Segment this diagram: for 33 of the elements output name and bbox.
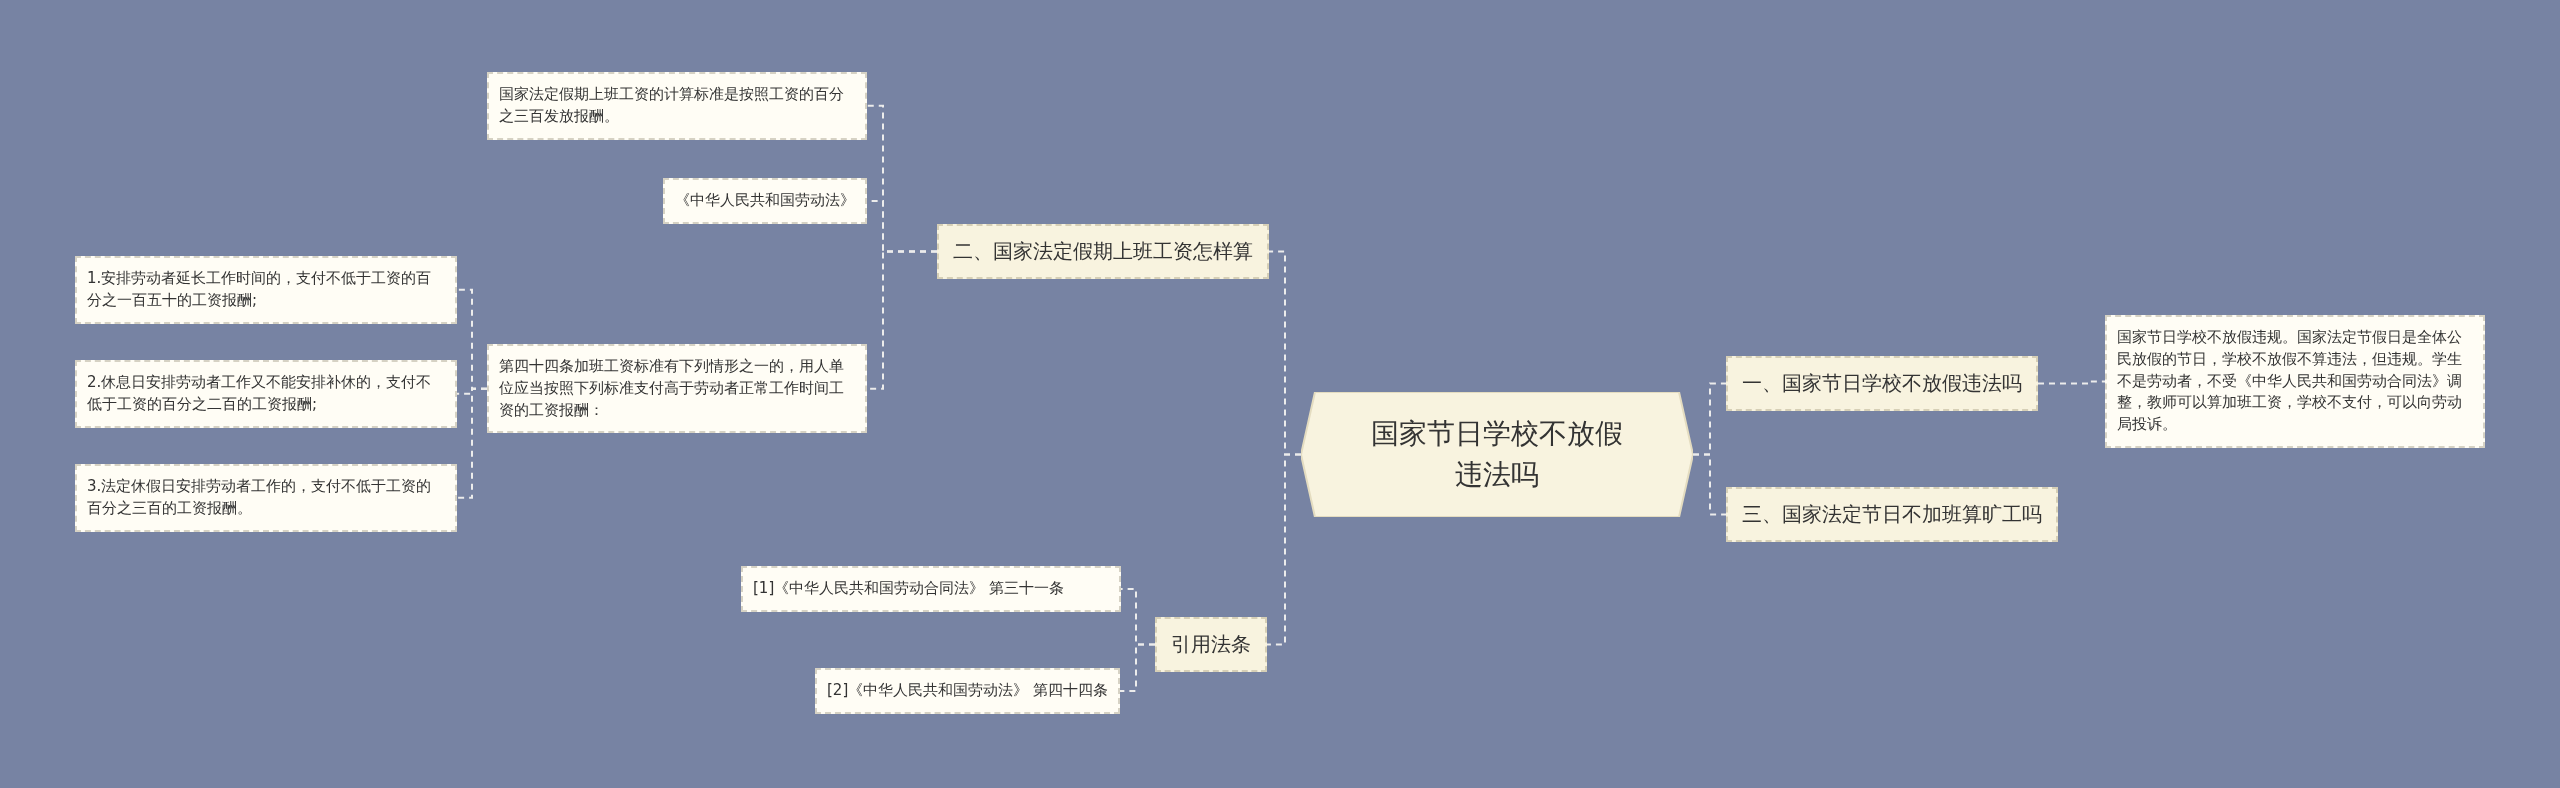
note-box [487, 72, 867, 140]
topic-text: 一、国家节日学校不放假违法吗 [1742, 370, 2022, 397]
connector-line [1692, 453, 1727, 516]
topic-text: 第四十四条加班工资标准有下列情形之一的，用人单位应当按照下列标准支付高于劳动者正常工作时间工资的工资报酬： [499, 356, 845, 421]
topic-box [1726, 487, 2058, 542]
topic-text: 国家法定假期上班工资的计算标准是按照工资的百分之三百发放报酬。 [499, 84, 845, 127]
topic-text: 二、国家法定假期上班工资怎样算 [953, 238, 1253, 265]
note-box [2105, 315, 2485, 448]
topic-text: 《中华人民共和国劳动法》 [675, 190, 855, 211]
note-box [741, 566, 1121, 612]
topic-text: 3.法定休假日安排劳动者工作的，支付不低于工资的百分之三百的工资报酬。 [87, 476, 433, 519]
topic-box [1726, 356, 2038, 411]
topic-text: 引用法条 [1171, 631, 1251, 658]
note-box [815, 668, 1120, 714]
topic-box [1155, 617, 1267, 672]
note-box [663, 178, 867, 224]
topic-text: 三、国家法定节日不加班算旷工吗 [1742, 501, 2042, 528]
note-box [487, 344, 867, 434]
connector-line [2037, 380, 2106, 385]
topic-text: 1.安排劳动者延长工作时间的，支付不低于工资的百分之一百五十的工资报酬; [87, 268, 433, 311]
topic-text: [1]《中华人民共和国劳动合同法》 第三十一条 [753, 578, 1065, 599]
note-box [75, 464, 457, 532]
topic-text: 国家节日学校不放假违规。国家法定节假日是全体公民放假的节日，学校不放假不算违法，但违规。学生不是劳动者，不受《中华人民共和国劳动合同法》调整，教师可以算加班工资，学校不支付，可以向劳动局投诉。 [2117, 327, 2463, 435]
topic-text: 2.休息日安排劳动者工作又不能安排补休的，支付不低于工资的百分之二百的工资报酬; [87, 372, 433, 415]
central-topic [1301, 392, 1693, 518]
topic-text: [2]《中华人民共和国劳动法》 第四十四条 [827, 680, 1108, 701]
note-box [75, 360, 457, 428]
topic-text: 国家节日学校不放假违法吗 [1370, 416, 1624, 493]
connector-line [1119, 643, 1156, 692]
topic-box [937, 224, 1269, 279]
connector-line [1266, 453, 1302, 646]
connector-line [456, 387, 488, 499]
note-box [75, 256, 457, 324]
